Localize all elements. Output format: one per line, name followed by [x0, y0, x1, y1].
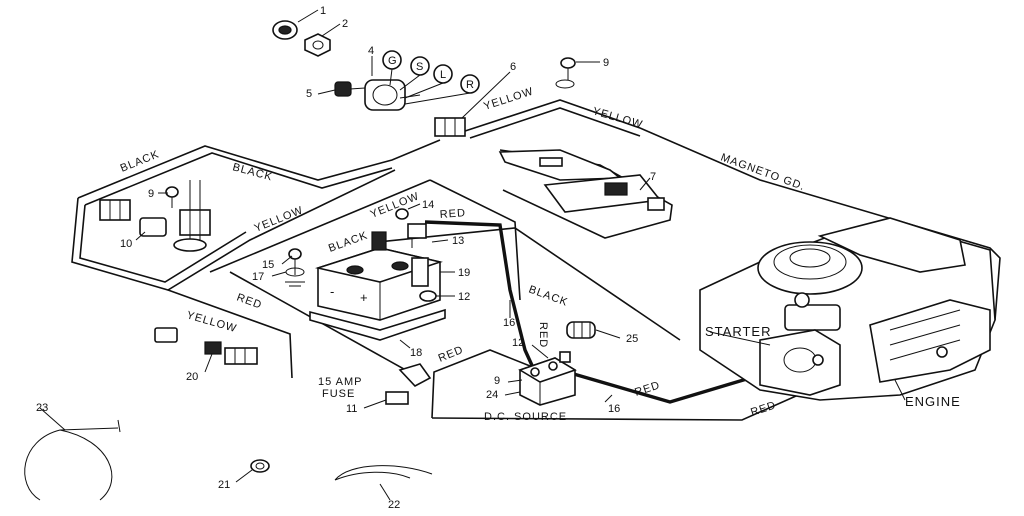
battery-minus-sign: - — [330, 284, 335, 299]
red-left-wire — [431, 349, 541, 419]
part-number-9-solenoid: 9 — [494, 375, 500, 387]
switch-terminals — [382, 50, 480, 105]
terminal-r: R — [466, 79, 474, 91]
label-black-top: BLACK — [119, 148, 162, 175]
hex-nut — [304, 33, 331, 57]
seat-switch — [165, 180, 211, 252]
fuse-holder — [385, 363, 432, 405]
part-number-19: 19 — [458, 267, 470, 279]
part-number-15: 15 — [262, 259, 274, 271]
part-number-9-left: 9 — [148, 188, 154, 200]
label-red-engine: RED — [749, 399, 778, 419]
part-number-24: 24 — [486, 389, 498, 401]
harness-plug-left — [154, 327, 258, 365]
label-fuse-line2: FUSE — [322, 388, 355, 400]
label-red-battery: RED — [439, 207, 466, 221]
label-magneto: MAGNETO GD. — [719, 152, 807, 194]
terminal-s: S — [416, 61, 423, 73]
part-number-4: 4 — [368, 45, 374, 57]
label-yellow-upper: YELLOW — [591, 105, 644, 131]
part-number-12-solenoid: 12 — [512, 337, 524, 349]
label-red-vertical: RED — [537, 322, 549, 348]
part-number-25: 25 — [626, 333, 638, 345]
ground-screw-top — [555, 57, 576, 89]
wire-tie-22 — [334, 465, 433, 481]
battery-black-clamp — [371, 231, 387, 251]
part-number-18: 18 — [410, 347, 422, 359]
cable-bolt — [395, 208, 427, 248]
yellow-magneto-wire — [461, 99, 1001, 321]
center-down-wire — [429, 179, 521, 301]
label-yellow-left: YELLOW — [253, 204, 306, 235]
wire-loop-23 — [24, 427, 119, 501]
part-number-9-top: 9 — [603, 57, 609, 69]
part-number-7: 7 — [650, 171, 656, 183]
wire-loop-23-end — [117, 419, 121, 433]
label-fuse-line1: 15 AMP — [318, 376, 363, 388]
black-wire-top-inner — [84, 152, 393, 206]
ground-screw-battery — [285, 248, 305, 287]
part-number-12-battery: 12 — [458, 291, 470, 303]
part-number-23: 23 — [36, 402, 48, 414]
part-number-16-lower: 16 — [608, 403, 620, 415]
part-number-22: 22 — [388, 499, 400, 511]
red-battery-cable — [424, 220, 537, 373]
leader-lines — [39, 9, 906, 501]
part-number-16-upper: 16 — [503, 317, 515, 329]
part-numbers: 1 2 4 5 6 7 9 9 10 15 17 14 13 19 12 18 … — [36, 5, 656, 511]
label-dc-source: D.C. SOURCE — [484, 411, 567, 423]
label-engine: ENGINE — [905, 394, 961, 409]
component-labels: STARTER ENGINE 15 AMP FUSE D.C. SOURCE — [318, 324, 961, 423]
part-number-6: 6 — [510, 61, 516, 73]
label-starter: STARTER — [705, 324, 771, 339]
label-red-left: RED — [235, 292, 264, 312]
yellow-center-wire — [209, 179, 431, 273]
starter-solenoid — [518, 351, 577, 406]
part-number-13: 13 — [452, 235, 464, 247]
harness-connector — [434, 117, 466, 137]
label-black-right: BLACK — [527, 284, 570, 309]
part-number-2: 2 — [342, 18, 348, 30]
ring-nut — [272, 20, 298, 40]
part-number-5: 5 — [306, 88, 312, 100]
yellow-magneto-wire-inner — [469, 107, 641, 139]
engine — [699, 217, 996, 401]
black-wire-top — [77, 139, 441, 199]
red-engine-wire — [431, 391, 806, 421]
part-number-21: 21 — [218, 479, 230, 491]
switch-terminal-letters: G S L R — [388, 55, 474, 91]
battery: - + — [309, 247, 446, 341]
part-number-11: 11 — [346, 403, 357, 415]
left-harness-loop-inner — [79, 204, 247, 283]
part-number-20: 20 — [186, 371, 198, 383]
terminal-g: G — [388, 55, 397, 67]
seat-switch-plug — [99, 199, 167, 237]
label-black-battery: BLACK — [327, 229, 370, 254]
terminal-l: L — [440, 69, 446, 81]
part-number-1: 1 — [320, 5, 326, 17]
starter-motor — [759, 329, 841, 396]
label-yellow-top: YELLOW — [482, 85, 535, 112]
part-number-14: 14 — [422, 199, 434, 211]
part-number-17: 17 — [252, 271, 264, 283]
cable-clip — [250, 459, 270, 473]
cable-boot — [566, 321, 596, 339]
battery-plus-sign: + — [360, 290, 369, 305]
ignition-key — [334, 81, 366, 97]
part-number-10: 10 — [120, 238, 132, 250]
yellow-lower-wire — [167, 289, 293, 379]
battery-red-terminal — [411, 257, 437, 302]
wire-plug-bracket — [498, 149, 665, 213]
